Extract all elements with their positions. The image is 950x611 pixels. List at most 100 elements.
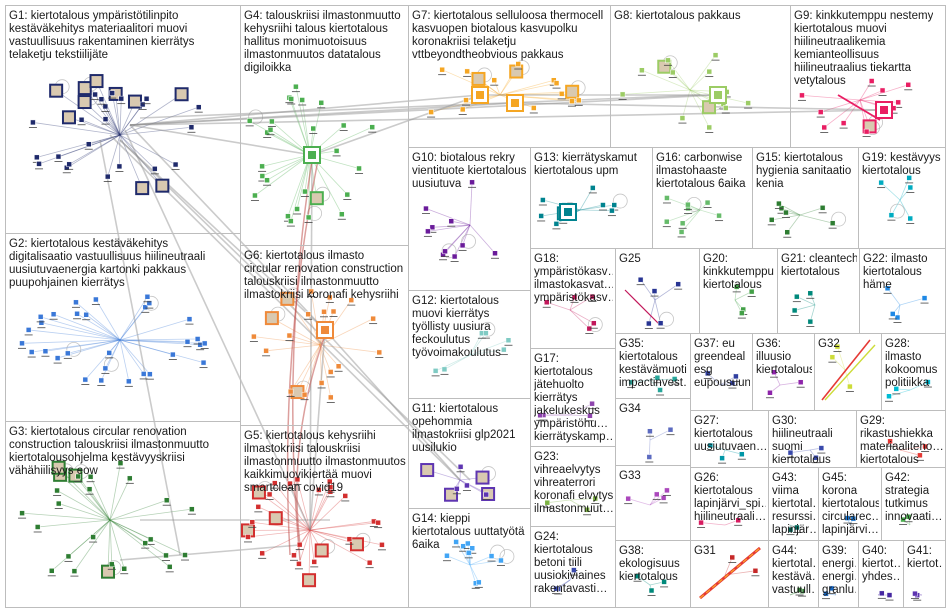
node[interactable] [328,395,333,400]
node[interactable] [917,453,922,458]
avatar-node[interactable] [510,66,522,78]
node[interactable] [51,312,56,317]
node[interactable] [906,82,911,87]
node[interactable] [851,516,856,521]
node[interactable] [470,546,475,551]
node[interactable] [890,311,895,316]
node[interactable] [626,496,631,501]
node[interactable] [296,561,301,566]
node[interactable] [376,520,381,525]
node[interactable] [66,554,71,559]
node[interactable] [295,206,300,211]
node[interactable] [620,92,625,97]
node[interactable] [327,295,332,300]
avatar-node[interactable] [129,96,141,108]
node[interactable] [20,511,25,516]
node[interactable] [661,495,666,500]
node[interactable] [185,339,190,344]
node[interactable] [103,104,108,109]
node[interactable] [423,206,428,211]
node[interactable] [822,125,827,130]
node[interactable] [198,342,203,347]
node[interactable] [676,282,681,287]
node[interactable] [923,444,928,449]
node[interactable] [91,535,96,540]
node[interactable] [466,550,471,555]
node[interactable] [464,483,469,488]
node[interactable] [600,203,605,208]
node[interactable] [247,118,252,123]
node[interactable] [531,105,536,110]
node[interactable] [847,384,852,389]
node[interactable] [170,352,175,357]
node[interactable] [173,162,178,167]
node[interactable] [93,297,98,302]
node[interactable] [110,91,115,96]
node[interactable] [187,317,192,322]
node[interactable] [591,321,596,326]
node[interactable] [328,489,333,494]
node[interactable] [908,216,913,221]
node[interactable] [887,593,892,598]
node[interactable] [887,394,892,399]
node[interactable] [888,439,893,444]
node[interactable] [272,481,277,486]
node[interactable] [720,456,725,461]
node[interactable] [147,372,152,377]
node[interactable] [544,300,549,305]
node[interactable] [612,203,617,208]
node[interactable] [268,127,273,132]
node[interactable] [590,294,595,299]
node[interactable] [739,311,744,316]
node[interactable] [654,492,659,497]
node[interactable] [343,493,348,498]
node[interactable] [76,474,81,479]
node[interactable] [444,553,449,558]
node[interactable] [476,580,481,585]
node[interactable] [753,568,758,573]
node[interactable] [291,553,296,558]
node[interactable] [554,586,559,591]
node[interactable] [167,564,172,569]
node[interactable] [107,350,112,355]
node[interactable] [792,308,797,313]
node[interactable] [341,123,346,128]
node[interactable] [799,93,804,98]
node[interactable] [440,67,445,72]
node[interactable] [465,541,470,546]
node[interactable] [808,319,813,324]
node[interactable] [67,162,72,167]
node[interactable] [127,476,132,481]
node[interactable] [465,69,470,74]
node[interactable] [685,202,690,207]
node[interactable] [670,70,675,75]
node[interactable] [152,166,157,171]
node[interactable] [322,309,327,314]
node[interactable] [250,520,255,525]
node[interactable] [590,401,595,406]
node[interactable] [260,551,265,556]
avatar-node[interactable] [156,180,168,192]
node[interactable] [464,98,469,103]
node[interactable] [576,98,581,103]
node[interactable] [195,336,200,341]
node[interactable] [658,321,663,326]
node[interactable] [35,524,40,529]
node[interactable] [429,110,434,115]
node[interactable] [492,78,497,83]
node[interactable] [906,514,911,519]
avatar-node[interactable] [311,192,323,204]
node[interactable] [449,219,454,224]
node[interactable] [297,542,302,547]
node[interactable] [442,367,447,372]
node[interactable] [202,341,207,346]
node[interactable] [37,161,42,166]
node[interactable] [251,334,256,339]
avatar-node[interactable] [266,312,278,324]
node[interactable] [680,116,685,121]
node[interactable] [144,96,149,101]
node[interactable] [264,348,269,353]
node[interactable] [554,81,559,86]
node[interactable] [736,518,741,523]
node[interactable] [164,553,169,558]
